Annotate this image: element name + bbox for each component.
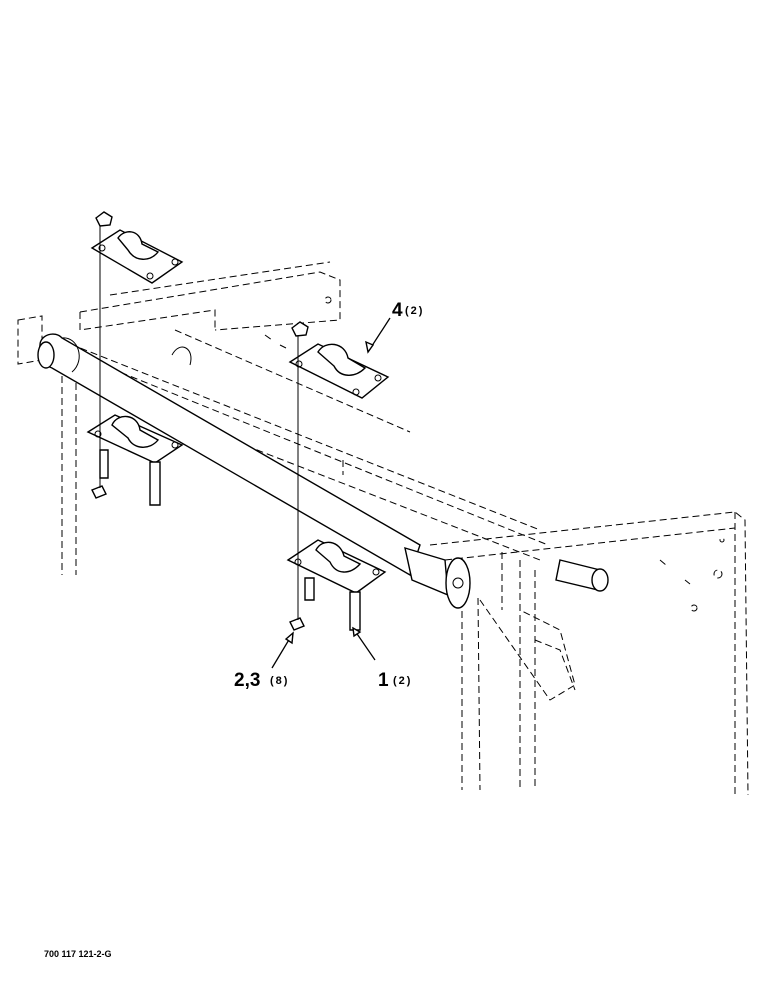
- callout-part-2-3: 2,3 (8): [234, 670, 289, 691]
- callout-4-qty: (2): [405, 305, 424, 317]
- phantom-frame: [17, 261, 749, 796]
- callout-part-4: 4 (2): [392, 300, 424, 321]
- drawing-id: 700 117 121-2-G: [44, 949, 112, 959]
- lower-left-clamp: [86, 414, 184, 506]
- lower-right-clamp: [286, 539, 387, 631]
- callout-4-number: 4: [392, 300, 403, 321]
- bolt-center-lines: [99, 226, 299, 620]
- callout-2-3-number: 2,3: [234, 670, 260, 691]
- callout-1-number: 1: [378, 670, 389, 691]
- leader-lines: [271, 317, 391, 669]
- cross-shaft: [37, 333, 609, 609]
- upper-left-clamp: [90, 211, 184, 284]
- upper-right-clamp: [288, 321, 390, 399]
- callout-2-3-qty: (8): [270, 675, 289, 687]
- callout-1-qty: (2): [393, 675, 412, 687]
- callout-part-1: 1 (2): [378, 670, 412, 691]
